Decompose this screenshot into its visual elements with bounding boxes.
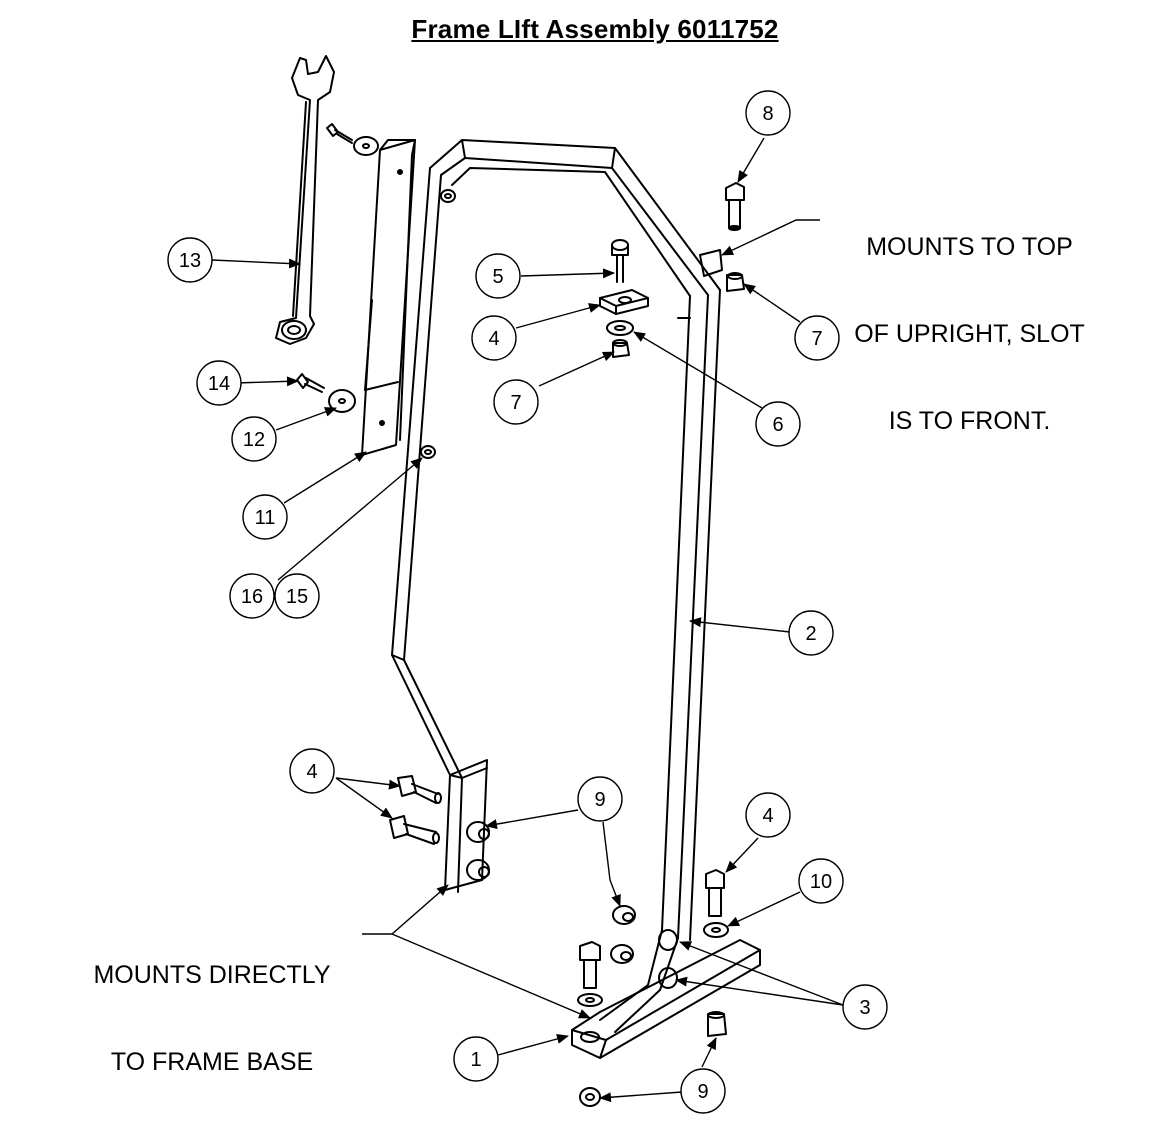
callout-label: 9 [594,789,605,811]
callout-label: 15 [286,586,308,608]
callout-label: 4 [762,805,773,827]
callout-10: 10 [798,858,844,904]
note-line: IS TO FRONT. [888,407,1051,435]
callout-label: 10 [810,871,832,893]
note-top-of-upright: MOUNTS TO TOP OF UPRIGHT, SLOT IS TO FRO… [832,175,1107,494]
callout-5: 5 [475,253,521,299]
base-foot [571,939,761,1059]
callout-label: 14 [208,373,230,395]
callout-balloons: 13 14 12 11 16 15 5 4 7 6 8 7 2 4 9 4 10… [167,90,888,1114]
callout-7: 7 [493,379,539,425]
note-line: TO FRAME BASE [110,1048,314,1076]
callout-9: 9 [680,1068,726,1114]
callout-label: 7 [510,392,521,414]
callout-label: 9 [697,1081,708,1103]
callout-label: 13 [179,250,201,272]
top-bracket [599,249,723,315]
callout-label: 8 [762,103,773,125]
callout-1: 1 [453,1036,499,1082]
note-frame-base: MOUNTS DIRECTLY TO FRAME BASE [62,903,362,1135]
callout-label: 3 [859,997,870,1019]
callout-12: 13 [167,237,213,283]
callout-label: 4 [488,328,499,350]
callout-15: 15 [274,573,320,619]
callout-7: 7 [794,315,840,361]
callout-label: 12 [243,429,265,451]
callout-16: 16 [229,573,275,619]
callout-label: 16 [241,586,263,608]
hardware [296,123,745,1107]
callout-label: 7 [811,328,822,350]
callout-label: 6 [772,414,783,436]
lift-frame [391,139,721,1033]
callout-14: 14 [196,360,242,406]
callout-3: 4 [471,315,517,361]
note-line: MOUNTS DIRECTLY [93,961,331,989]
callout-2: 2 [788,610,834,656]
callout-4: 4 [745,792,791,838]
callout-4: 4 [289,748,335,794]
callout-13: 12 [231,416,277,462]
callout-label: 4 [306,761,317,783]
wrench-holder [361,139,416,456]
callout-label: 5 [492,266,503,288]
callout-9: 9 [577,776,623,822]
note-line: MOUNTS TO TOP [866,233,1073,261]
callout-label: 2 [805,623,816,645]
wrench [275,55,335,345]
note-line: OF UPRIGHT, SLOT [854,320,1085,348]
callout-label: 1 [470,1049,481,1071]
page-title: Frame LIft Assembly 6011752 [411,14,779,44]
callout-11: 11 [242,494,288,540]
callout-6: 6 [755,401,801,447]
leader-lines [211,137,844,1103]
callout-label: 11 [255,507,276,529]
callout-8: 8 [745,90,791,136]
callout-4: 3 [842,984,888,1030]
